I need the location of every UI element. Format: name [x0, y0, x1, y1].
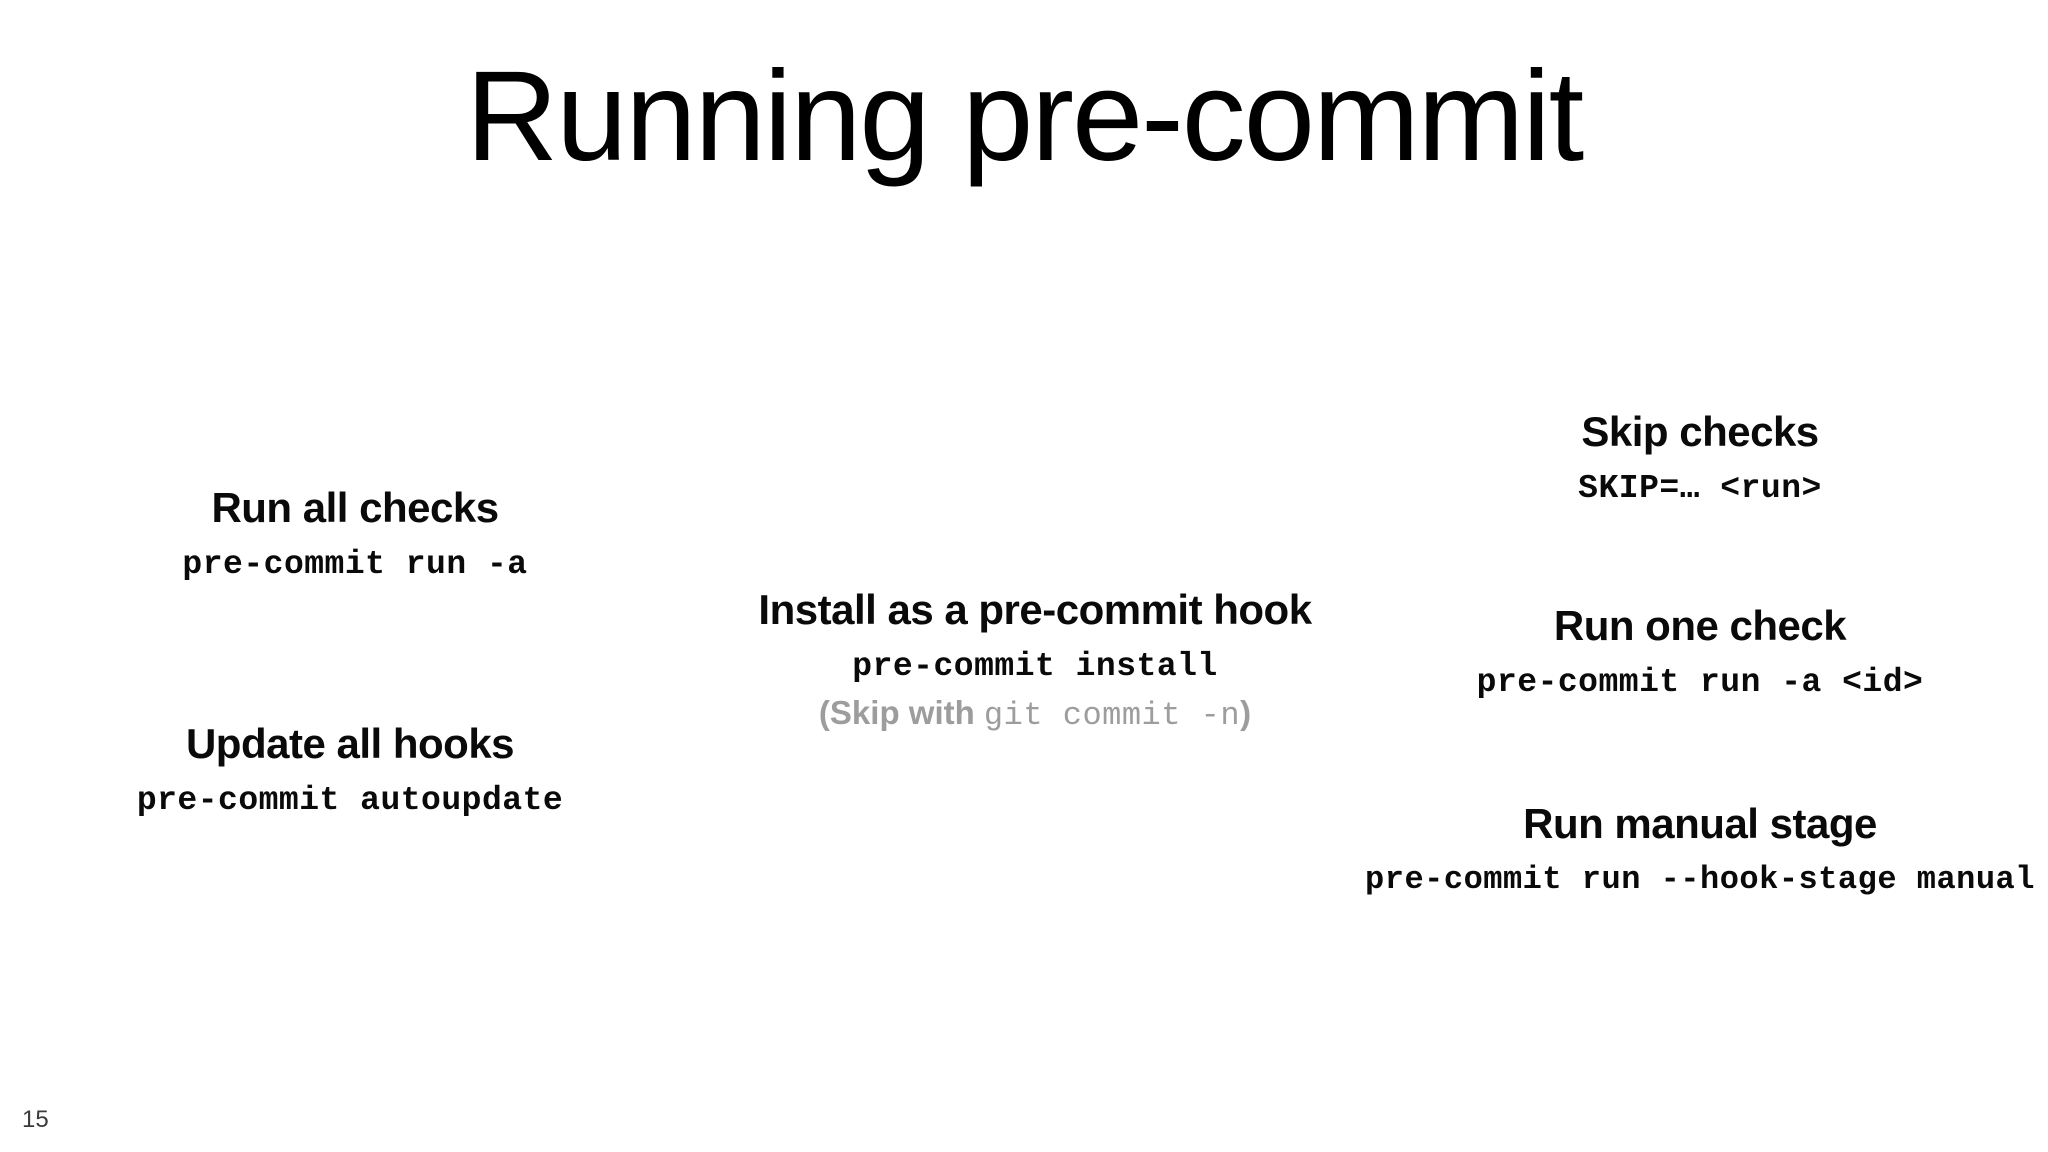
callout-note-suffix: )	[1240, 693, 1252, 731]
callout-command: pre-commit run -a <id>	[1476, 664, 1924, 702]
callout-skip-checks: Skip checks SKIP=… <run>	[1400, 408, 2000, 509]
callout-note-prefix: (Skip with	[818, 693, 984, 731]
callout-command: pre-commit run -a	[182, 546, 528, 584]
callout-command: SKIP=… <run>	[1578, 470, 1822, 508]
callout-note: (Skip with git commit -n)	[675, 693, 1395, 735]
callout-title: Update all hooks	[185, 720, 515, 767]
callout-run-all-checks: Run all checks pre-commit run -a	[55, 484, 655, 585]
callout-command: pre-commit autoupdate	[136, 782, 564, 820]
callout-note-command: git commit -n	[983, 696, 1241, 734]
callout-run-manual-stage: Run manual stage pre-commit run --hook-s…	[1350, 800, 2048, 899]
page-title: Running pre-commit	[465, 45, 1584, 188]
callout-command: pre-commit run --hook-stage manual	[1365, 861, 2035, 899]
callout-title: Run manual stage	[1523, 800, 1877, 847]
callout-title: Run all checks	[211, 484, 499, 531]
callout-title: Run one check	[1553, 602, 1847, 649]
callout-run-one-check: Run one check pre-commit run -a <id>	[1400, 602, 2000, 703]
callout-title: Install as a pre-commit hook	[758, 586, 1312, 633]
page-number: 15	[22, 1106, 49, 1133]
callout-title: Skip checks	[1581, 408, 1819, 455]
callout-update-all-hooks: Update all hooks pre-commit autoupdate	[50, 720, 650, 821]
callout-command: pre-commit install	[852, 648, 1218, 686]
callout-install-as-pre-commit-hook: Install as a pre-commit hook pre-commit …	[675, 586, 1395, 735]
